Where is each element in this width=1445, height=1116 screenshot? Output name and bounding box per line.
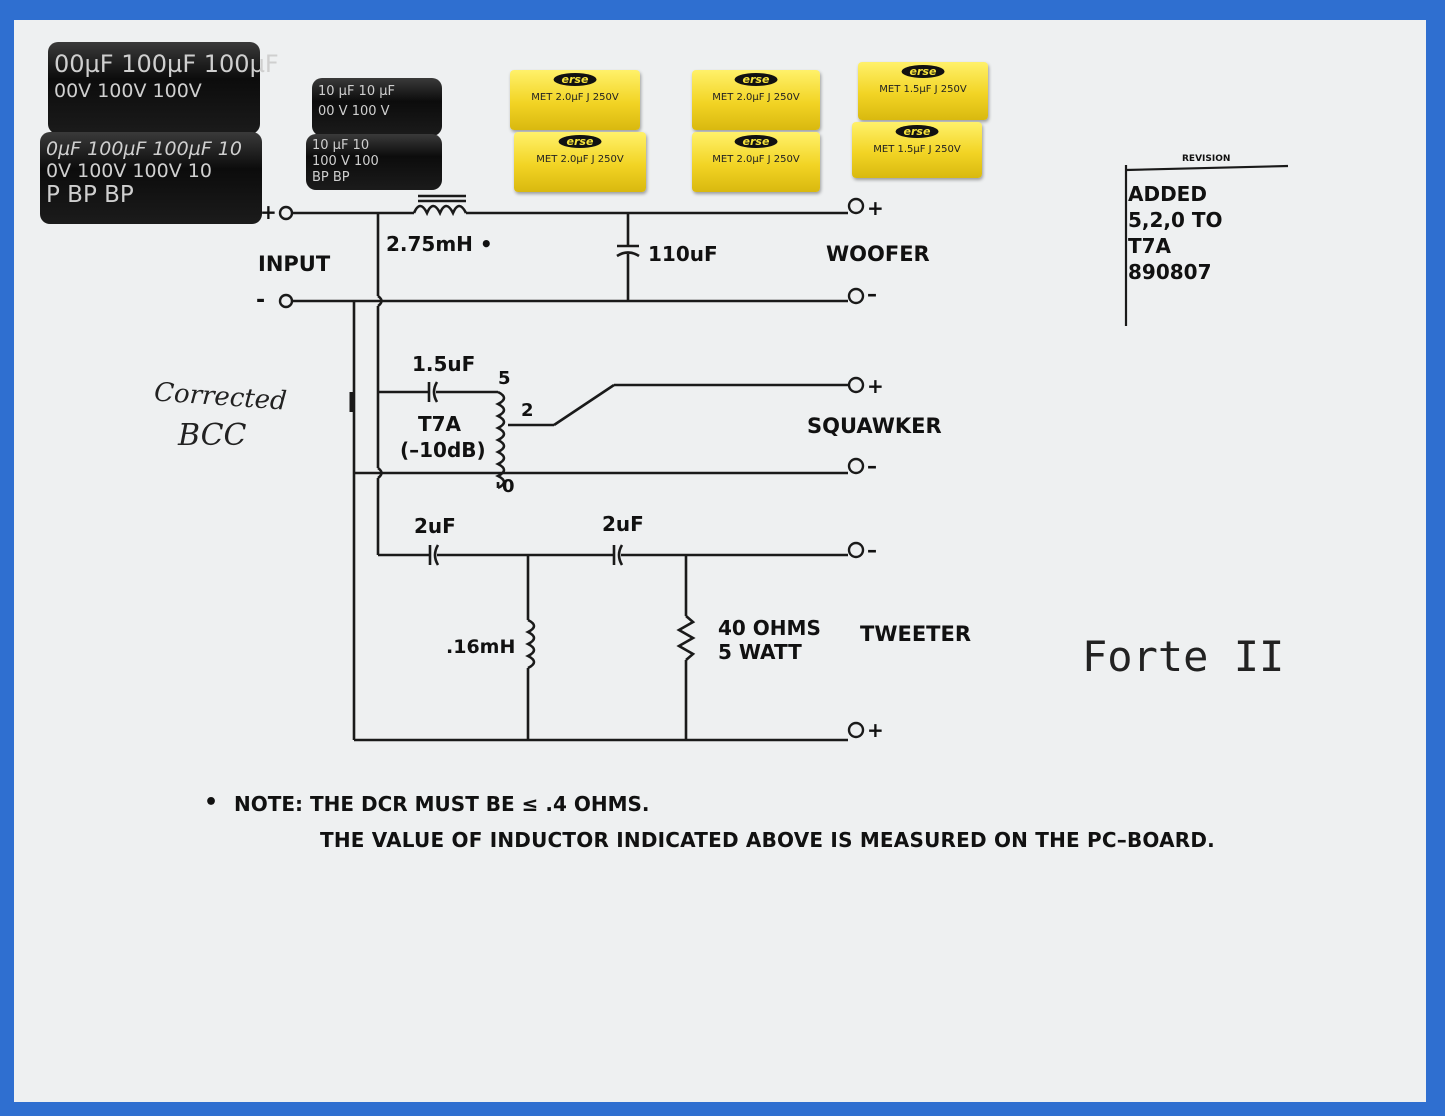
capacitor-10uf-bottom: 10 µF 10 100 V 100 BP BP	[306, 134, 442, 190]
note-line-2: THE VALUE OF INDUCTOR INDICATED ABOVE IS…	[320, 828, 1215, 852]
revision-line-4: 890807	[1128, 260, 1212, 284]
revision-line-1: ADDED	[1128, 182, 1207, 206]
tap-5-label: 5	[498, 368, 511, 389]
inductor-main-label: 2.75mH •	[386, 232, 493, 256]
input-label: INPUT	[258, 252, 331, 276]
capacitor-2uf-d: erse MET 2.0µF J 250V	[692, 132, 820, 192]
capacitor-1-5uf-b: erse MET 1.5µF J 250V	[852, 122, 982, 178]
revision-line-3: T7A	[1128, 234, 1172, 258]
cap-tweeter-1-label: 2uF	[414, 514, 456, 538]
tweeter-label: TWEETER	[860, 622, 972, 646]
note-bullet: •	[204, 790, 219, 815]
capacitor-1-5uf-a: erse MET 1.5µF J 250V	[858, 62, 988, 120]
revision-line-2: 5,2,0 TO	[1128, 208, 1223, 232]
squawker-label: SQUAWKER	[807, 414, 942, 438]
input-plus: +	[260, 200, 277, 224]
transformer-label: T7A	[418, 412, 462, 436]
squawker-minus: –	[867, 454, 877, 478]
resistor-line2: 5 WATT	[718, 640, 802, 664]
capacitor-10uf-top: 10 µF 10 µF 00 V 100 V	[312, 78, 442, 136]
model-name: Forte II	[1082, 632, 1285, 681]
note-line-1: NOTE: THE DCR MUST BE ≤ .4 OHMS.	[234, 792, 650, 816]
tweeter-minus: –	[867, 538, 877, 562]
capacitor-2uf-b: erse MET 2.0µF J 250V	[514, 132, 646, 192]
cap-woofer-label: 110uF	[648, 242, 718, 266]
capacitor-100uf-bottom: 0µF 100µF 100µF 10 0V 100V 100V 10 P BP …	[40, 132, 262, 224]
cap-squawker-label: 1.5uF	[412, 352, 476, 376]
woofer-plus: +	[867, 196, 884, 220]
woofer-minus: –	[867, 282, 877, 306]
circuit-diagram	[278, 164, 1289, 742]
revision-header: REVISION	[1182, 154, 1231, 164]
capacitor-100uf-top: 00µF 100µF 100µF 00V 100V 100V	[48, 42, 279, 134]
tap-0-label: 0	[502, 476, 515, 497]
squawker-plus: +	[867, 374, 884, 398]
tweeter-plus: +	[867, 718, 884, 742]
input-minus: -	[256, 288, 266, 313]
tap-2-label: 2	[521, 400, 534, 421]
woofer-label: WOOFER	[826, 242, 930, 266]
resistor-line1: 40 OHMS	[718, 616, 821, 640]
corrected-note-line2: BCC	[178, 418, 247, 453]
inductor-tweeter-label: .16mH	[446, 636, 516, 658]
capacitor-2uf-c: erse MET 2.0µF J 250V	[692, 70, 820, 130]
transformer-note: (–10dB)	[400, 438, 486, 462]
cap-tweeter-2-label: 2uF	[602, 512, 644, 536]
capacitor-2uf-a: erse MET 2.0µF J 250V	[510, 70, 640, 130]
